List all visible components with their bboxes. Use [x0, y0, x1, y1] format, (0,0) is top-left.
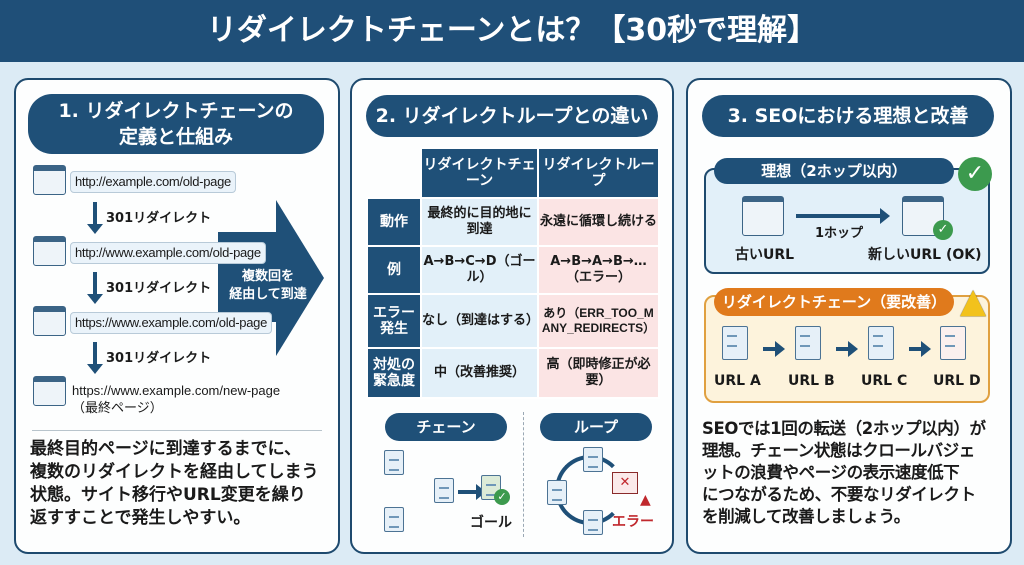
document-icon [795, 326, 821, 360]
heading-line: 1. リダイレクトチェーンの [58, 100, 294, 122]
cell: A→B→C→D（ゴール） [420, 245, 539, 295]
label-line: 複数回を [241, 269, 294, 284]
label-line: 経由して到達 [229, 287, 307, 302]
hop-label: 1ホップ [815, 226, 864, 241]
divider [523, 412, 524, 537]
document-icon [722, 326, 748, 360]
arrow-right-icon [763, 341, 785, 357]
url-label: http://example.com/old-page [70, 171, 236, 193]
text-line: につながるため、不要なリダイレクト [702, 485, 976, 504]
chain-label: チェーン [385, 413, 507, 441]
arrow-down-icon [87, 272, 103, 304]
arrow-down-icon [87, 342, 103, 374]
url-label: https://www.example.com/old-page [70, 312, 272, 334]
check-icon: ✓ [958, 157, 992, 191]
section1-description: 最終目的ページに到達するまでに、 複数のリダイレクトを経由してしまう 状態。サイ… [30, 438, 319, 530]
final-page-icon [33, 376, 66, 406]
cell: 中（改善推奨） [420, 347, 539, 399]
column-header: リダイレクトチェーン [420, 147, 539, 199]
text-line: 返すすことで発生しやすい。 [30, 508, 251, 528]
check-icon: ✓ [494, 489, 510, 505]
error-label: エラー [612, 514, 654, 530]
error-window-icon: ✕ [612, 472, 638, 494]
final-url: https://www.example.com/new-page （最終ページ） [72, 382, 280, 416]
text-line: 最終目的ページに到達するまでに、 [30, 439, 302, 459]
arrow-right-icon [796, 208, 890, 224]
url-label: URL B [788, 373, 835, 389]
cell: A→B→A→B→…（エラー） [537, 245, 660, 295]
section1-heading: 1. リダイレクトチェーンの 定義と仕組み [28, 94, 324, 154]
section3-heading: 3. SEOにおける理想と改善 [702, 95, 994, 137]
loop-label: ループ [540, 413, 652, 441]
text-line: 複数のリダイレクトを経由してしまう [30, 462, 319, 482]
goal-label: ゴール [470, 515, 512, 531]
document-icon [583, 510, 603, 535]
big-arrow-label: 複数回を 経由して到達 [222, 268, 314, 304]
arrow-down-icon [87, 202, 103, 234]
cell: あり（ERR_TOO_MANY_REDIRECTS） [537, 293, 660, 349]
url-label: http://www.example.com/old-page [70, 242, 266, 264]
document-edit-icon [940, 326, 966, 360]
final-note: （最終ページ） [72, 400, 163, 415]
cell: 最終的に目的地に到達 [420, 197, 539, 247]
arrow-right-icon [909, 341, 931, 357]
text-line: 状態。サイト移行やURL変更を繰り [30, 485, 306, 505]
heading-line: 定義と仕組み [118, 126, 233, 148]
redirect-label: 301リダイレクト [106, 281, 212, 296]
warning-icon: ▲ [960, 281, 987, 321]
browser-icon [33, 306, 66, 336]
row-header: 動作 [366, 197, 422, 247]
chain-title: リダイレクトチェーン（要改善） [714, 288, 954, 316]
document-icon [547, 480, 567, 505]
document-icon [434, 478, 454, 503]
cell: なし（到達はする） [420, 293, 539, 349]
document-icon [868, 326, 894, 360]
warning-icon: ▲ [640, 492, 651, 508]
browser-icon [33, 236, 66, 266]
redirect-label: 301リダイレクト [106, 351, 212, 366]
text-line: 理想。チェーン状態はクロールバジェ [702, 441, 975, 460]
page-title: リダイレクトチェーンとは？【30秒で理解】 [0, 0, 1024, 62]
big-arrow-head-icon [276, 200, 324, 356]
redirect-label: 301リダイレクト [106, 211, 212, 226]
url-label: URL A [714, 373, 761, 389]
old-url-label: 古いURL [735, 247, 795, 263]
cell: 高（即時修正が必要） [537, 347, 660, 399]
cell: 永遠に循環し続ける [537, 197, 660, 247]
document-icon [384, 450, 404, 475]
check-icon: ✓ [933, 220, 953, 240]
text-line: を削減して改善しましょう。 [702, 507, 910, 526]
arrow-right-icon [836, 341, 858, 357]
url-label: URL D [933, 373, 981, 389]
new-url-label: 新しいURL (OK) [868, 247, 982, 263]
row-header: 例 [366, 245, 422, 295]
url-label: URL C [861, 373, 908, 389]
text-line: ットの浪費やページの表示速度低下 [702, 463, 960, 482]
browser-icon [33, 165, 66, 195]
arrow-right-icon [458, 484, 486, 500]
text-line: SEOでは1回の転送（2ホップ以内）が [702, 419, 986, 438]
document-icon [384, 507, 404, 532]
document-icon [583, 447, 603, 472]
url-label: https://www.example.com/new-page [72, 383, 281, 398]
ideal-title: 理想（2ホップ以内） [714, 158, 954, 184]
section2-heading: 2. リダイレクトループとの違い [366, 95, 658, 137]
row-header: エラー発生 [366, 293, 422, 349]
row-header: 対処の緊急度 [366, 347, 422, 399]
comparison-table: リダイレクトチェーン リダイレクトループ 動作最終的に目的地に到達永遠に循環し続… [366, 147, 660, 399]
column-header: リダイレクトループ [537, 147, 660, 199]
section3-description: SEOでは1回の転送（2ホップ以内）が 理想。チェーン状態はクロールバジェ ット… [702, 418, 986, 528]
divider [32, 430, 322, 431]
browser-icon [742, 196, 784, 236]
